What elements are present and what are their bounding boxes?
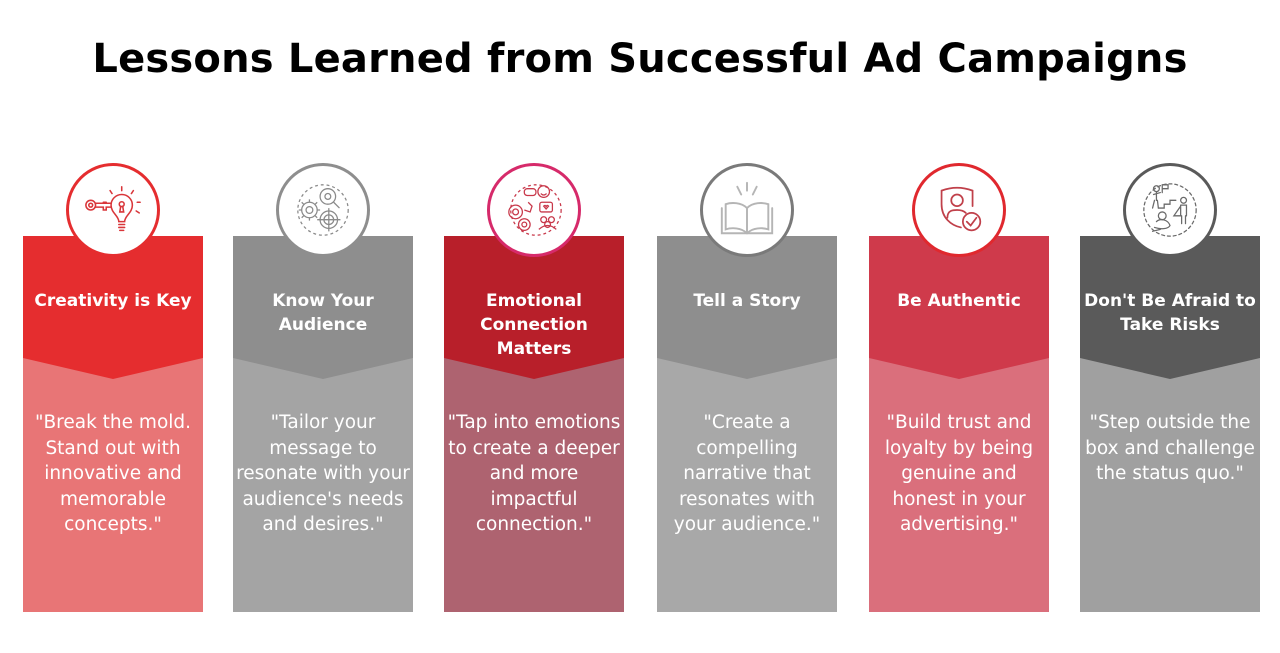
card-text: "Break the mold. Stand out with innovati… bbox=[34, 412, 192, 535]
card-header-chevron bbox=[657, 236, 837, 379]
card-be-authentic: Be Authentic "Build trust and loyalty by… bbox=[869, 236, 1049, 612]
card-take-risks: Don't Be Afraid to Take Risks "Step outs… bbox=[1080, 236, 1260, 612]
card-text: "Tap into emotions to create a deeper an… bbox=[447, 412, 621, 535]
card-header-chevron bbox=[23, 236, 203, 379]
shield-user-check-icon bbox=[912, 163, 1006, 257]
card-heading: Don't Be Afraid to Take Risks bbox=[1084, 291, 1256, 335]
card-know-audience: Know Your Audience "Tailor your message … bbox=[233, 236, 413, 612]
card-heading: Know Your Audience bbox=[272, 291, 374, 335]
card-heading: Be Authentic bbox=[897, 291, 1021, 311]
card-header-chevron bbox=[1080, 236, 1260, 379]
card-heading: Tell a Story bbox=[693, 291, 801, 311]
key-lightbulb-icon bbox=[66, 163, 160, 257]
card-header-chevron bbox=[869, 236, 1049, 379]
card-heading: Emotional Connection Matters bbox=[480, 291, 588, 359]
card-header-chevron bbox=[444, 236, 624, 379]
card-text: "Create a compelling narrative that reso… bbox=[673, 412, 821, 535]
open-book-icon bbox=[700, 163, 794, 257]
emotions-people-icon bbox=[487, 163, 581, 257]
card-emotional-connection: Emotional Connection Matters "Tap into e… bbox=[444, 236, 624, 612]
card-tell-story: Tell a Story "Create a compelling narrat… bbox=[657, 236, 837, 612]
card-text: "Step outside the box and challenge the … bbox=[1085, 412, 1255, 484]
audience-target-icon bbox=[276, 163, 370, 257]
card-creativity: Creativity is Key "Break the mold. Stand… bbox=[23, 236, 203, 612]
page-title: Lessons Learned from Successful Ad Campa… bbox=[92, 36, 1188, 82]
card-text: "Build trust and loyalty by being genuin… bbox=[884, 412, 1034, 535]
card-heading: Creativity is Key bbox=[34, 291, 192, 311]
risk-hero-icon bbox=[1123, 163, 1217, 257]
card-header-chevron bbox=[233, 236, 413, 379]
card-text: "Tailor your message to resonate with yo… bbox=[236, 412, 410, 535]
